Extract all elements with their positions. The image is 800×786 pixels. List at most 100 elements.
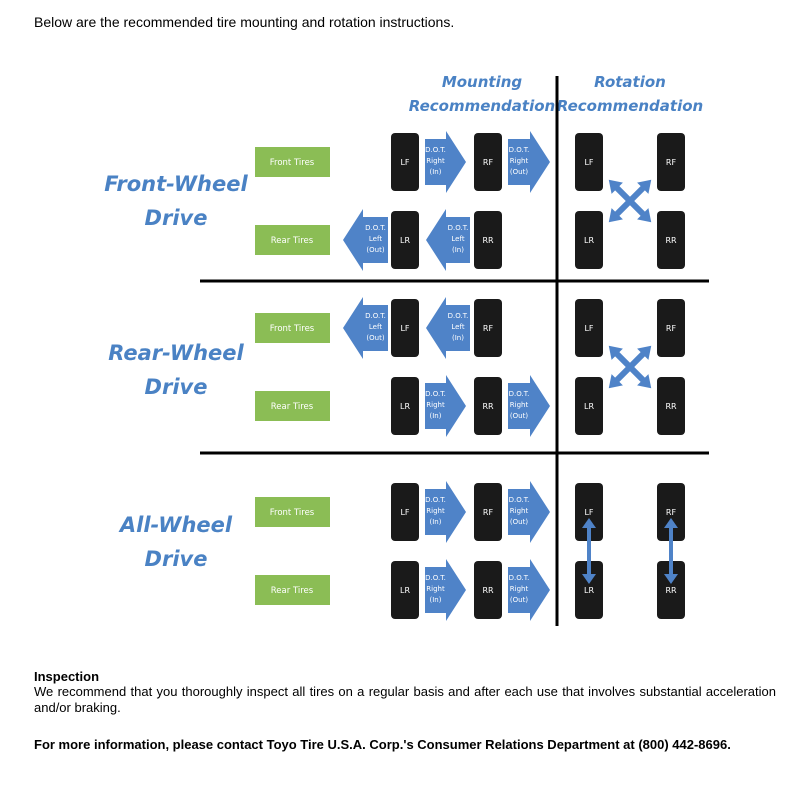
arrow-text: (In) [452,334,464,342]
tire: RF [474,483,502,541]
tire-shape [657,211,685,269]
tire-shape [575,483,603,541]
rotation-arrow-head [608,374,623,389]
arrow-shape [508,375,550,437]
tire: LF [575,483,603,541]
tire: RF [657,133,685,191]
tire-label: RF [666,158,677,167]
tire: LF [575,299,603,357]
dot-arrow: D.O.T.Right(In) [425,559,466,621]
tire-shape [657,377,685,435]
rotation-arrow-head [582,518,596,528]
tire: RF [474,133,502,191]
rotation-arrow-head [608,179,623,194]
tire-shape [474,377,502,435]
label-box [255,575,330,605]
arrow-text: Left [451,235,464,243]
tire-shape [474,133,502,191]
tire: RF [474,299,502,357]
mounting-header: Mounting [442,73,523,91]
arrow-text: D.O.T. [509,146,530,154]
tire-shape [575,299,603,357]
tire: RR [657,211,685,269]
drive-type-title: Drive [145,206,208,230]
rotation-arrow-head [582,574,596,584]
arrow-text: (Out) [366,246,384,254]
tire-position-label: Front Tires [255,147,330,177]
tire-mounting-rotation-diagram: MountingRecommendationRotationRecommenda… [104,73,709,626]
tire-label: RR [482,402,494,411]
tire-shape [575,133,603,191]
dot-arrow: D.O.T.Right(Out) [508,559,550,621]
rotation-arrow-head [608,208,623,223]
tire-label: RF [666,324,677,333]
rotation-arrow-head [664,574,678,584]
tire: RR [474,211,502,269]
arrow-shape [425,131,466,193]
arrow-text: D.O.T. [448,224,469,232]
tire-label: RF [666,508,677,517]
tire-shape [391,211,419,269]
arrow-text: (Out) [366,334,384,342]
arrow-text: (In) [430,518,442,526]
arrow-text: D.O.T. [425,146,446,154]
tire-position-label: Front Tires [255,313,330,343]
rotation-arrow-head [664,518,678,528]
tire-shape [391,483,419,541]
arrow-text: Right [510,585,529,593]
tire-label: LF [400,508,409,517]
label-text: Rear Tires [271,402,314,412]
tire: LR [391,561,419,619]
dot-arrow: D.O.T.Right(In) [425,131,466,193]
tire: RR [474,561,502,619]
tire: LF [391,133,419,191]
tire-label: LF [400,324,409,333]
dot-arrow: D.O.T.Right(In) [425,375,466,437]
contact-info: For more information, please contact Toy… [34,737,731,752]
label-text: Rear Tires [271,586,314,596]
tire-label: RR [482,236,494,245]
tire-label: LR [400,402,410,411]
arrow-text: D.O.T. [425,574,446,582]
tire: LF [391,483,419,541]
drive-type-title: Drive [145,375,208,399]
tire-position-label: Front Tires [255,497,330,527]
arrow-shape [508,559,550,621]
mounting-header: Recommendation [409,97,555,115]
tire-label: RF [483,324,494,333]
label-text: Rear Tires [271,236,314,246]
arrow-shape [508,481,550,543]
arrow-text: Right [426,585,445,593]
rotation-cross-arrows [608,345,652,389]
arrow-text: D.O.T. [365,224,386,232]
label-box [255,497,330,527]
tire: RF [657,299,685,357]
drive-type-title: Drive [145,547,208,571]
arrow-text: (Out) [510,412,528,420]
tire: RR [657,377,685,435]
tire: LR [575,377,603,435]
label-box [255,147,330,177]
tire: LF [391,299,419,357]
dot-arrow: D.O.T.Left(Out) [343,297,388,359]
tire-shape [474,561,502,619]
arrow-text: Right [426,507,445,515]
arrow-text: (Out) [510,596,528,604]
rotation-arrow-head [637,345,652,360]
inspection-heading: Inspection [34,669,100,684]
rotation-arrow-head [637,208,652,223]
tire-shape [391,377,419,435]
tire-shape [575,377,603,435]
arrow-shape [343,297,388,359]
tire-position-label: Rear Tires [255,225,330,255]
tire-label: LR [400,236,410,245]
inspection-text: We recommend that you thoroughly inspect… [34,684,776,715]
arrow-text: Right [426,401,445,409]
tire-label: RR [482,586,494,595]
tire-shape [657,133,685,191]
tire-position-label: Rear Tires [255,391,330,421]
arrow-text: Right [426,157,445,165]
dot-arrow: D.O.T.Right(Out) [508,375,550,437]
arrow-shape [425,559,466,621]
intro-text: Below are the recommended tire mounting … [34,14,455,30]
